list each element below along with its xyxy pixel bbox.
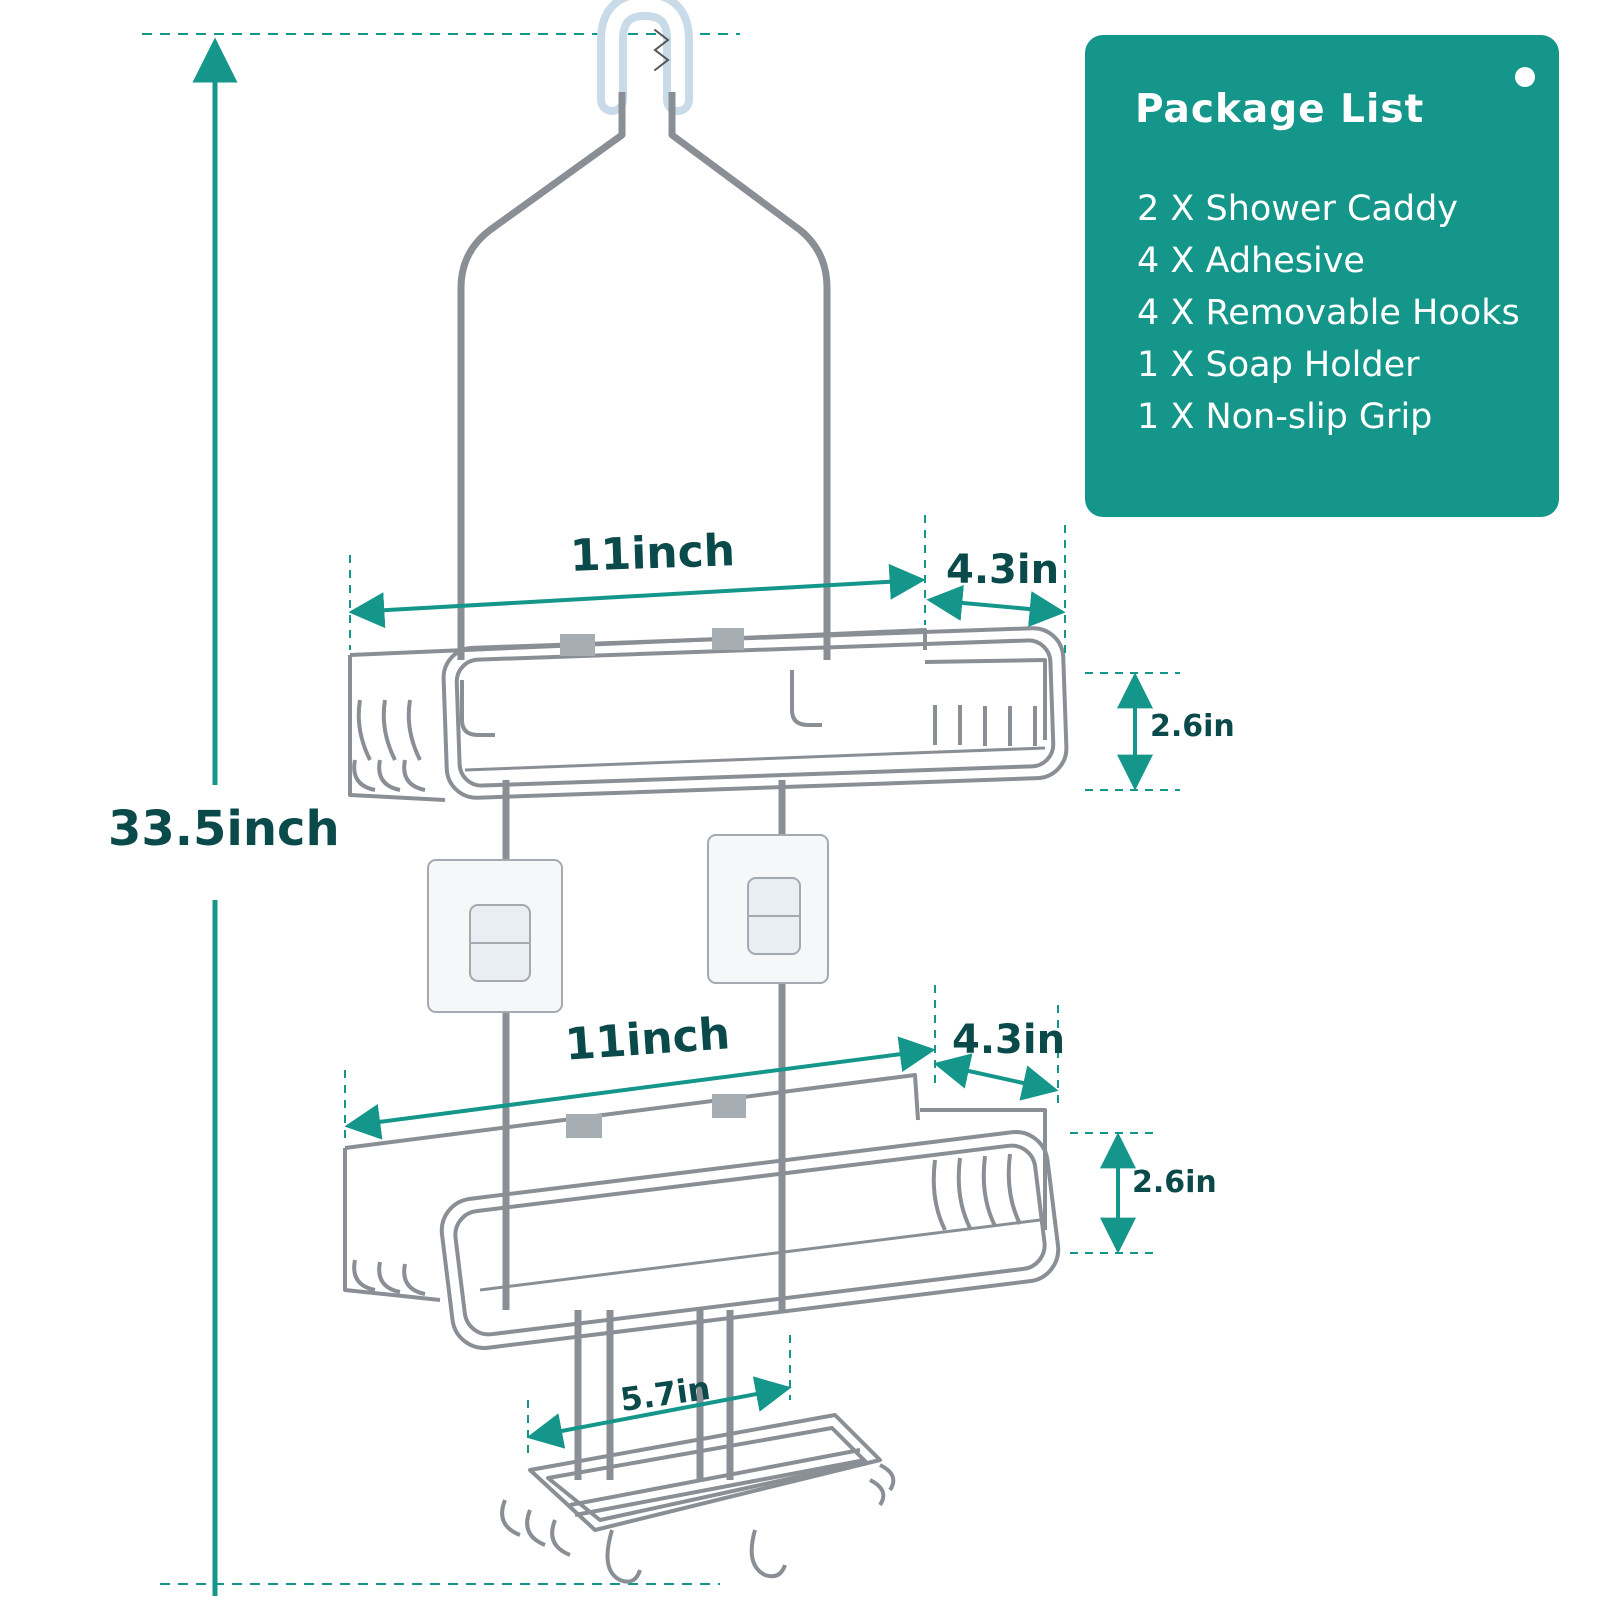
list-item: 1 X Non-slip Grip — [1137, 397, 1433, 437]
bottom-shelf — [343, 1073, 1061, 1350]
bottom-height-label: 2.6in — [1132, 1165, 1217, 1200]
bottom-depth-label: 4.3in — [952, 1017, 1066, 1063]
top-width-label: 11inch — [569, 525, 736, 582]
soap-dish — [500, 1413, 896, 1584]
top-depth-label: 4.3in — [946, 547, 1060, 593]
adhesive-pads — [427, 834, 829, 1013]
bottom-width-label: 11inch — [563, 1008, 732, 1071]
list-item: 4 X Adhesive — [1137, 241, 1365, 281]
package-list-panel: Package List 2 X Shower Caddy 4 X Adhesi… — [1085, 35, 1559, 517]
dimension-arrows — [344, 563, 1153, 1449]
package-list: 2 X Shower Caddy 4 X Adhesive 4 X Remova… — [1137, 183, 1520, 443]
top-height-label: 2.6in — [1150, 709, 1235, 744]
dot-icon — [1515, 67, 1535, 87]
package-list-title: Package List — [1135, 87, 1425, 132]
list-item: 4 X Removable Hooks — [1137, 293, 1520, 333]
list-item: 2 X Shower Caddy — [1137, 189, 1459, 229]
hanger-hook — [597, 0, 693, 115]
list-item: 1 X Soap Holder — [1137, 345, 1420, 385]
top-shelf — [348, 626, 1069, 802]
total-height-label: 33.5inch — [108, 801, 340, 857]
total-height-dimension — [142, 33, 740, 1596]
